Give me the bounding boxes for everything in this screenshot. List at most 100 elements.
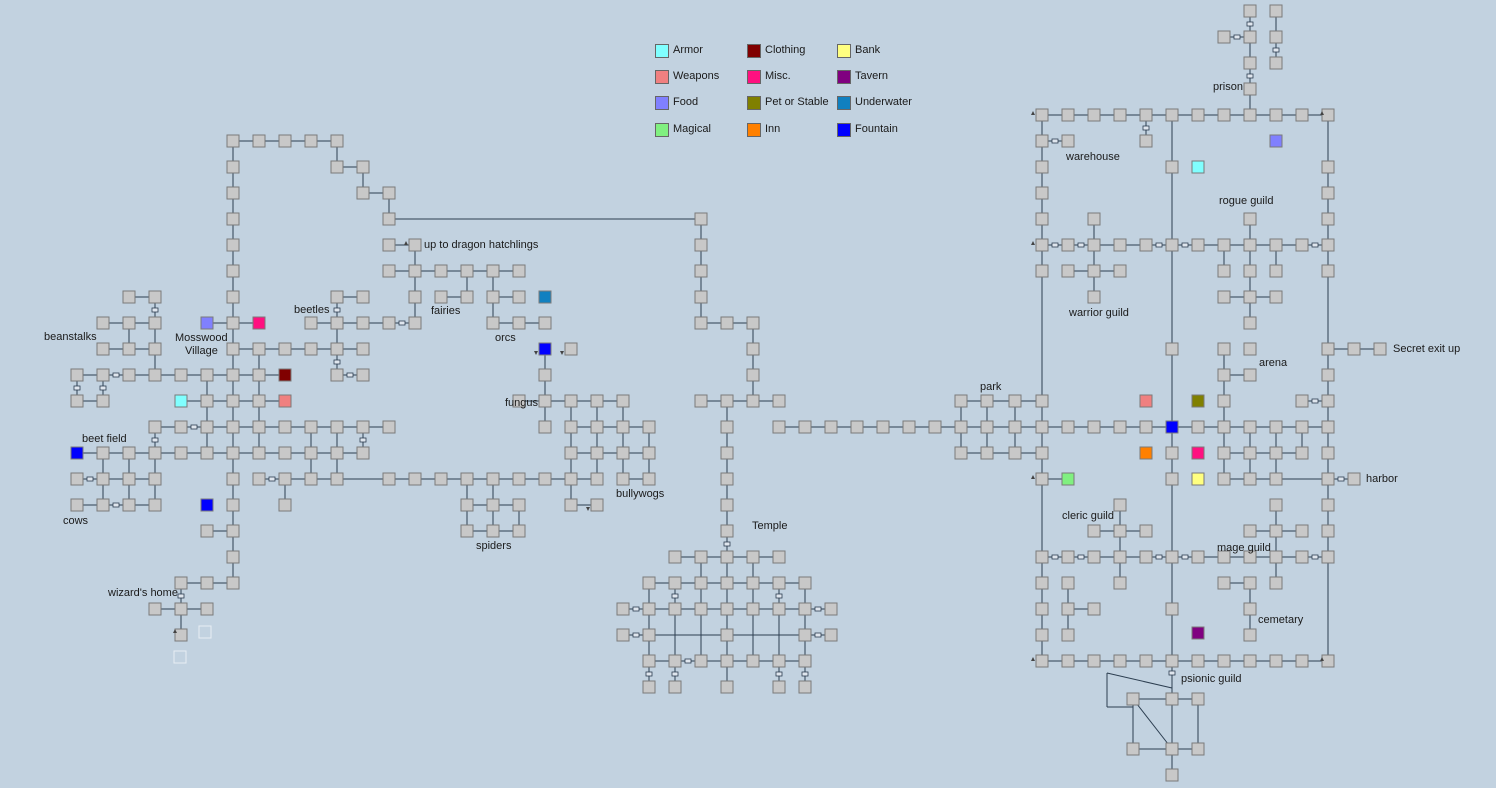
map-room[interactable] [226,472,240,486]
map-room[interactable] [1165,108,1179,122]
map-room[interactable] [1139,238,1153,252]
magical-room[interactable] [1061,472,1075,486]
map-room[interactable] [486,290,500,304]
map-room[interactable] [460,498,474,512]
map-room[interactable] [1321,420,1335,434]
map-room[interactable] [1321,550,1335,564]
map-room[interactable] [1243,30,1257,44]
map-room[interactable] [642,680,656,694]
map-room[interactable] [1165,238,1179,252]
map-room[interactable] [824,420,838,434]
map-room[interactable] [772,602,786,616]
map-room[interactable] [1269,654,1283,668]
misc-room[interactable] [252,316,266,330]
map-room[interactable] [1113,238,1127,252]
map-room[interactable] [408,290,422,304]
map-room[interactable] [1217,446,1231,460]
map-room[interactable] [122,342,136,356]
map-room[interactable] [772,550,786,564]
map-room[interactable] [1165,654,1179,668]
map-room[interactable] [304,134,318,148]
map-room[interactable] [96,472,110,486]
map-room[interactable] [252,342,266,356]
map-room[interactable] [122,472,136,486]
inn-room[interactable] [1139,446,1153,460]
map-room[interactable] [668,680,682,694]
map-room[interactable] [590,394,604,408]
map-room[interactable] [642,576,656,590]
map-room[interactable] [1243,238,1257,252]
map-room[interactable] [1035,654,1049,668]
map-room[interactable] [512,264,526,278]
map-room[interactable] [226,290,240,304]
map-room[interactable] [304,420,318,434]
map-room[interactable] [694,238,708,252]
map-room[interactable] [122,316,136,330]
map-room[interactable] [512,290,526,304]
map-room[interactable] [148,342,162,356]
map-room[interactable] [1035,160,1049,174]
map-room[interactable] [122,368,136,382]
map-room[interactable] [720,680,734,694]
map-room[interactable] [876,420,890,434]
map-room[interactable] [1165,342,1179,356]
map-room[interactable] [200,446,214,460]
map-room[interactable] [1321,342,1335,356]
map-room[interactable] [564,472,578,486]
map-room[interactable] [356,368,370,382]
map-room[interactable] [1139,654,1153,668]
map-room[interactable] [1139,524,1153,538]
map-room[interactable] [382,316,396,330]
map-room[interactable] [408,316,422,330]
map-room[interactable] [668,576,682,590]
bank-room[interactable] [1191,472,1205,486]
map-room[interactable] [382,420,396,434]
map-room[interactable] [1243,550,1257,564]
map-room[interactable] [1269,446,1283,460]
map-room[interactable] [1113,550,1127,564]
map-room[interactable] [434,290,448,304]
map-room[interactable] [200,368,214,382]
map-room[interactable] [772,576,786,590]
map-room[interactable] [96,498,110,512]
map-room[interactable] [1165,550,1179,564]
map-room[interactable] [486,498,500,512]
map-room[interactable] [1295,524,1309,538]
map-room[interactable] [1217,368,1231,382]
map-room[interactable] [330,316,344,330]
map-room[interactable] [1321,394,1335,408]
map-room[interactable] [1217,576,1231,590]
map-room[interactable] [1295,654,1309,668]
map-room[interactable] [616,472,630,486]
map-room[interactable] [70,368,84,382]
map-room[interactable] [252,446,266,460]
map-room[interactable] [486,264,500,278]
map-room[interactable] [1217,420,1231,434]
map-room[interactable] [148,602,162,616]
food-room[interactable] [1269,134,1283,148]
map-room[interactable] [694,316,708,330]
map-room[interactable] [694,602,708,616]
map-room[interactable] [1139,550,1153,564]
map-room[interactable] [720,602,734,616]
map-room[interactable] [694,290,708,304]
map-room[interactable] [954,394,968,408]
map-room[interactable] [590,420,604,434]
map-room[interactable] [642,420,656,434]
map-room[interactable] [200,394,214,408]
map-room[interactable] [772,420,786,434]
map-room[interactable] [694,550,708,564]
map-room[interactable] [1269,30,1283,44]
misc-room[interactable] [1191,446,1205,460]
map-room[interactable] [1321,524,1335,538]
map-room[interactable] [564,394,578,408]
map-room[interactable] [642,654,656,668]
map-room[interactable] [174,446,188,460]
map-room[interactable] [148,472,162,486]
map-room[interactable] [1035,446,1049,460]
map-room[interactable] [1113,498,1127,512]
map-room[interactable] [460,264,474,278]
map-room[interactable] [746,316,760,330]
map-room[interactable] [1217,394,1231,408]
map-room[interactable] [772,654,786,668]
